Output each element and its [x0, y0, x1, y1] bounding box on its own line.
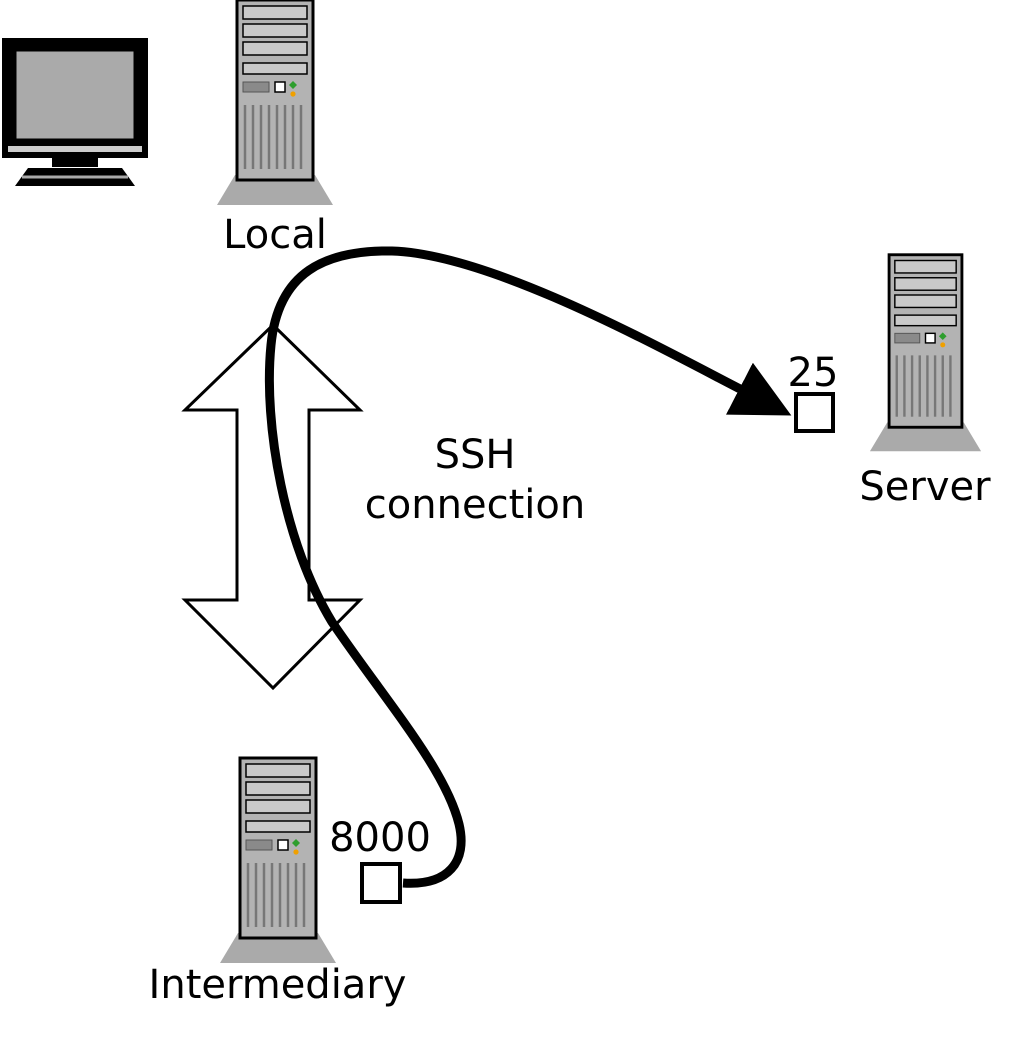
local-label: Local — [223, 212, 327, 258]
server-label: Server — [859, 464, 991, 510]
port-8000-label: 8000 — [329, 815, 431, 861]
port-25-box — [794, 392, 835, 433]
local-computer-icon — [215, 0, 335, 207]
port-8000-box — [360, 862, 402, 904]
tunnel-curve — [264, 246, 792, 888]
server-computer-icon — [868, 253, 983, 453]
ssh-double-arrow — [181, 322, 364, 691]
port-25-label: 25 — [787, 350, 839, 396]
intermediary-label: Intermediary — [148, 962, 407, 1008]
intermediary-computer-icon — [218, 756, 338, 965]
ssh-connection-label: SSH connection — [364, 432, 586, 528]
monitor-icon — [2, 38, 148, 186]
